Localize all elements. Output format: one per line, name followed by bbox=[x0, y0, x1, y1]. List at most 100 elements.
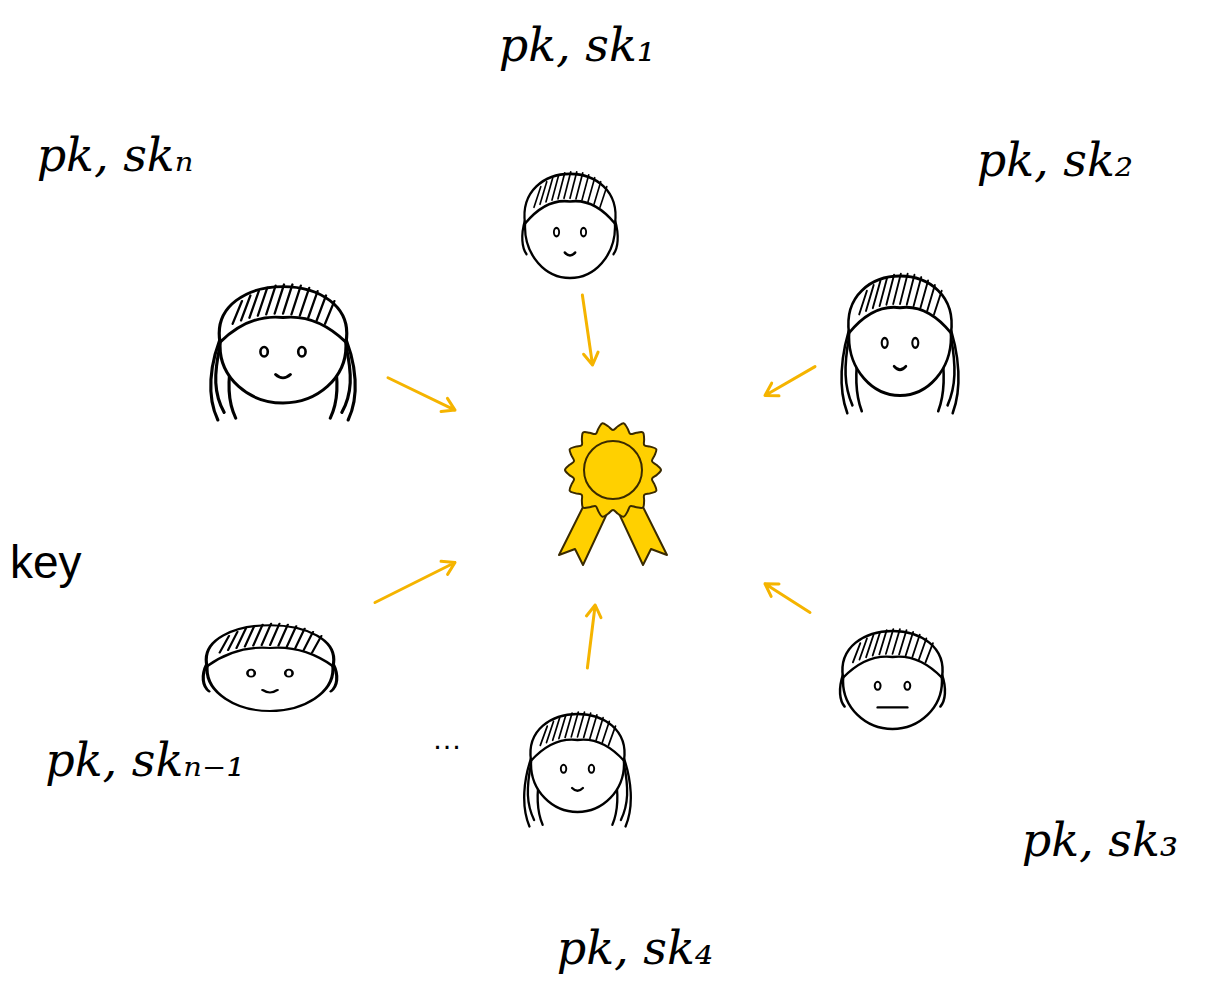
hair-hatch bbox=[295, 628, 304, 648]
arrow-connector bbox=[388, 378, 455, 412]
hair-hatch bbox=[559, 715, 566, 739]
face-illustration bbox=[178, 232, 388, 422]
face-illustration bbox=[495, 125, 645, 295]
hair-hatch bbox=[907, 275, 915, 305]
hair-hatch bbox=[900, 274, 908, 304]
hair-hatch bbox=[926, 643, 933, 662]
hair-hatch bbox=[304, 632, 313, 650]
eye bbox=[904, 682, 910, 690]
hair-hatch bbox=[906, 632, 913, 656]
hair-hatch bbox=[308, 291, 317, 318]
hair-hatch bbox=[588, 178, 595, 202]
arrow-connector bbox=[765, 367, 815, 396]
hair-hatch bbox=[558, 173, 565, 199]
hair-hatch bbox=[258, 288, 267, 316]
arrow-connector bbox=[582, 295, 598, 365]
hair-hatch bbox=[893, 629, 900, 654]
hair-hatch bbox=[934, 291, 942, 315]
hair-hatch bbox=[899, 630, 906, 654]
arrow-connector bbox=[586, 605, 601, 668]
eye bbox=[554, 228, 559, 237]
face-illustration bbox=[500, 668, 655, 828]
hair-hatch bbox=[927, 285, 935, 311]
side-label: key bbox=[10, 537, 82, 588]
hair-hatch bbox=[584, 713, 591, 737]
hair-hatch bbox=[578, 712, 585, 737]
person-node: pk, sk₁ bbox=[495, 125, 645, 295]
award-node bbox=[455, 365, 765, 605]
eye bbox=[260, 347, 267, 357]
hair-hatch bbox=[564, 172, 571, 198]
hair-hatch bbox=[570, 172, 577, 198]
face-illustration bbox=[810, 585, 975, 745]
hair-hatch bbox=[602, 721, 609, 742]
hair-hatch bbox=[245, 626, 254, 647]
hair-hatch bbox=[596, 718, 603, 741]
face-drawing bbox=[842, 274, 959, 413]
person-node: pk, skₙ₋₁ bbox=[165, 585, 375, 725]
hair-hatch bbox=[886, 275, 894, 305]
mouth bbox=[276, 375, 291, 378]
eye bbox=[912, 338, 918, 348]
hair-hatch bbox=[283, 284, 292, 313]
hair-hatch bbox=[571, 712, 578, 737]
face-illustration bbox=[165, 585, 375, 725]
hair-hatch bbox=[266, 285, 275, 314]
face-drawing bbox=[211, 284, 355, 420]
ribbon-illustration bbox=[455, 365, 765, 605]
hair-hatch bbox=[914, 277, 922, 306]
face-drawing bbox=[522, 172, 617, 278]
eye bbox=[589, 765, 594, 773]
hair-hatch bbox=[312, 636, 321, 653]
eye bbox=[247, 670, 254, 677]
mouth bbox=[894, 366, 906, 369]
award-ribbon bbox=[559, 423, 667, 565]
hair-hatch bbox=[590, 715, 597, 739]
hair-hatch bbox=[879, 630, 886, 654]
hair-hatch bbox=[325, 301, 334, 324]
hair-hatch bbox=[919, 638, 926, 659]
person-node: pk, sk₂ bbox=[815, 220, 985, 415]
key-label: pk, sk₁ bbox=[499, 20, 656, 71]
hair-hatch bbox=[317, 295, 326, 320]
hair-hatch bbox=[873, 632, 880, 656]
hair-hatch bbox=[920, 281, 928, 309]
mouth bbox=[878, 706, 908, 708]
hair-hatch bbox=[582, 175, 589, 200]
eye bbox=[285, 670, 292, 677]
face-drawing bbox=[840, 629, 945, 729]
eye bbox=[581, 228, 586, 237]
mouth bbox=[572, 788, 583, 791]
ellipsis-label: … bbox=[432, 722, 462, 755]
rosette-center bbox=[584, 441, 642, 499]
mouth bbox=[565, 253, 576, 256]
arrow-connector bbox=[765, 584, 810, 613]
key-label: pk, sk₃ bbox=[1022, 815, 1179, 866]
rosette bbox=[565, 423, 661, 517]
hair-hatch bbox=[912, 635, 919, 658]
hair-hatch bbox=[893, 274, 901, 304]
hair-hatch bbox=[880, 277, 888, 306]
eye bbox=[561, 765, 566, 773]
hair-hatch bbox=[600, 187, 607, 208]
person-node: pk, skₙ bbox=[178, 232, 388, 422]
person-node: pk, sk₃ bbox=[810, 585, 975, 745]
key-label: pk, skₙ bbox=[37, 130, 194, 181]
hair-hatch bbox=[275, 284, 284, 313]
key-label: pk, sk₄ bbox=[557, 923, 714, 974]
hair-hatch bbox=[278, 624, 287, 645]
hair-hatch bbox=[609, 726, 616, 745]
key-label: pk, skₙ₋₁ bbox=[45, 735, 244, 786]
hair-hatch bbox=[262, 624, 271, 646]
hair-hatch bbox=[291, 285, 300, 314]
hair-hatch bbox=[253, 624, 262, 645]
hair-hatch bbox=[287, 626, 296, 647]
hair-hatch bbox=[565, 713, 572, 737]
person-node: pk, sk₄ bbox=[500, 668, 655, 828]
hair-hatch bbox=[270, 624, 279, 646]
arrow-connector bbox=[375, 561, 455, 602]
face-illustration bbox=[815, 220, 985, 415]
hair-hatch bbox=[552, 175, 559, 200]
hair-hatch bbox=[886, 629, 893, 654]
